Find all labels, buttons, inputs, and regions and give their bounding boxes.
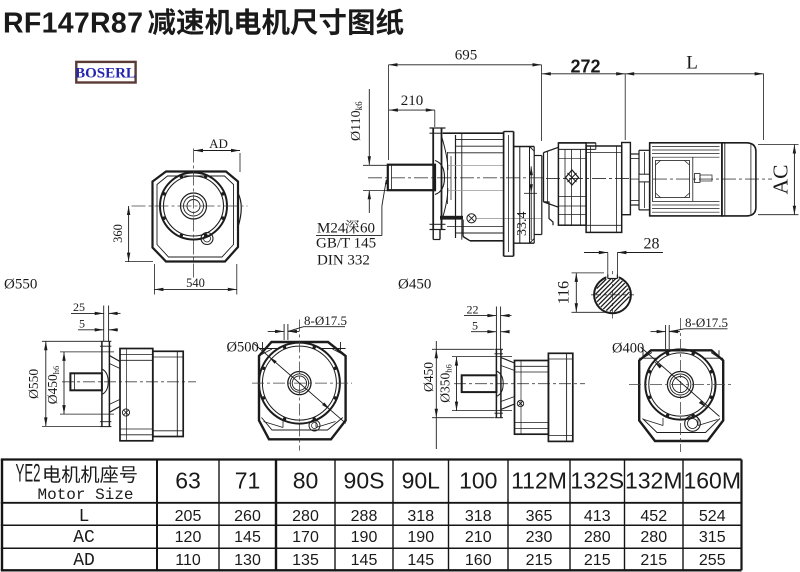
svg-text:Ø450: Ø450: [398, 277, 431, 293]
svg-text:AC: AC: [769, 165, 793, 195]
svg-text:71: 71: [235, 468, 261, 494]
svg-text:Ø550: Ø550: [4, 277, 37, 293]
svg-text:AD: AD: [73, 551, 95, 571]
svg-text:170: 170: [292, 529, 319, 546]
svg-text:28: 28: [644, 236, 660, 253]
svg-text:100: 100: [459, 468, 497, 494]
svg-text:190: 190: [351, 529, 378, 546]
svg-text:Ø110k6: Ø110k6: [349, 101, 364, 141]
svg-text:110: 110: [175, 552, 201, 569]
svg-text:215: 215: [526, 552, 553, 569]
svg-text:315: 315: [699, 529, 726, 546]
svg-text:Ø450h6: Ø450h6: [45, 366, 61, 405]
svg-text:RF147R87: RF147R87: [3, 8, 143, 40]
svg-text:Motor Size: Motor Size: [38, 486, 134, 504]
svg-text:22: 22: [467, 302, 479, 316]
svg-text:25: 25: [73, 300, 85, 314]
svg-text:5: 5: [79, 317, 85, 331]
svg-text:80: 80: [293, 468, 319, 494]
svg-text:360: 360: [111, 224, 125, 243]
svg-text:L: L: [686, 53, 698, 74]
svg-text:215: 215: [584, 552, 611, 569]
svg-text:272: 272: [570, 57, 600, 77]
svg-text:90L: 90L: [402, 468, 441, 494]
svg-text:210: 210: [465, 529, 492, 546]
svg-text:130: 130: [234, 552, 261, 569]
svg-text:Ø550: Ø550: [26, 369, 41, 399]
svg-text:318: 318: [465, 508, 492, 525]
svg-text:5: 5: [472, 318, 478, 332]
svg-text:160M: 160M: [683, 468, 741, 494]
svg-text:116: 116: [556, 281, 573, 304]
svg-text:280: 280: [584, 529, 611, 546]
svg-text:Ø450: Ø450: [421, 362, 436, 392]
svg-text:280: 280: [640, 529, 667, 546]
svg-text:318: 318: [407, 508, 434, 525]
svg-text:695: 695: [455, 48, 478, 64]
svg-text:260: 260: [234, 508, 261, 525]
svg-text:524: 524: [699, 508, 726, 525]
svg-text:132M: 132M: [625, 468, 683, 494]
svg-text:230: 230: [526, 529, 553, 546]
svg-text:210: 210: [401, 93, 424, 109]
svg-text:90S: 90S: [344, 468, 385, 494]
svg-text:413: 413: [584, 508, 611, 525]
svg-text:280: 280: [292, 508, 319, 525]
svg-text:8-Ø17.5: 8-Ø17.5: [304, 313, 347, 328]
svg-text:288: 288: [351, 508, 378, 525]
svg-text:AD: AD: [209, 136, 228, 151]
svg-text:215: 215: [640, 552, 667, 569]
svg-text:132S: 132S: [570, 468, 624, 494]
svg-text:120: 120: [175, 529, 202, 546]
svg-text:452: 452: [640, 508, 667, 525]
svg-text:60: 60: [360, 220, 375, 236]
svg-text:L: L: [79, 507, 90, 527]
svg-text:190: 190: [407, 529, 434, 546]
svg-text:205: 205: [175, 508, 202, 525]
svg-text:540: 540: [186, 276, 205, 290]
svg-text:63: 63: [175, 468, 201, 494]
svg-text:135: 135: [292, 552, 319, 569]
svg-text:Ø400: Ø400: [612, 341, 644, 357]
svg-text:BOSERL: BOSERL: [75, 65, 136, 81]
svg-text:AC: AC: [73, 528, 95, 548]
svg-text:160: 160: [465, 552, 492, 569]
svg-text:DIN 332: DIN 332: [317, 253, 370, 269]
svg-text:8-Ø17.5: 8-Ø17.5: [685, 315, 728, 330]
svg-text:33.4: 33.4: [515, 212, 530, 237]
svg-text:M24: M24: [317, 220, 346, 236]
svg-text:255: 255: [699, 552, 726, 569]
svg-text:YE2: YE2: [16, 460, 41, 487]
svg-text:GB/T 145: GB/T 145: [316, 236, 376, 252]
svg-text:112M: 112M: [511, 468, 567, 494]
svg-text:Ø350h6: Ø350h6: [437, 364, 453, 403]
svg-text:365: 365: [526, 508, 553, 525]
svg-text:145: 145: [407, 552, 434, 569]
svg-text:145: 145: [351, 552, 378, 569]
svg-text:Ø500: Ø500: [227, 340, 259, 356]
svg-text:145: 145: [234, 529, 261, 546]
